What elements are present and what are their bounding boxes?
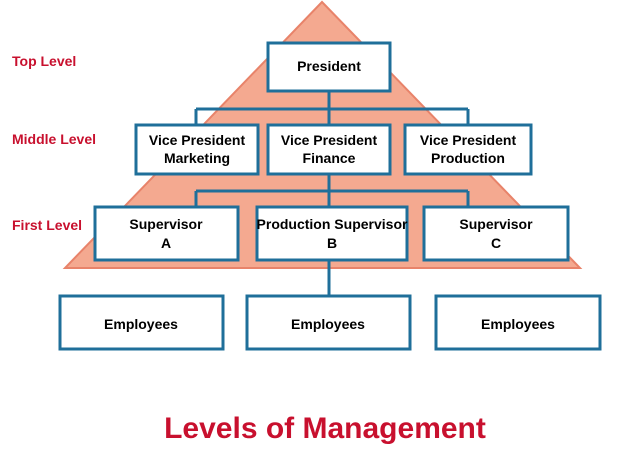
vp-marketing-box: Vice President Marketing: [134, 123, 260, 176]
employees-label-3: Employees: [481, 316, 555, 332]
supervisor-b-line1: Production Supervisor: [257, 216, 408, 232]
supervisor-a-line2: A: [161, 235, 171, 251]
president-label: President: [297, 58, 361, 74]
supervisor-c-line2: C: [491, 235, 501, 251]
supervisor-c-line1: Supervisor: [459, 216, 533, 232]
level-label-middle: Middle Level: [12, 131, 96, 147]
vp-finance-line2: Finance: [303, 150, 356, 166]
supervisor-b-box: Production Supervisor B: [255, 205, 409, 262]
employees-box-1: Employees: [58, 294, 225, 351]
employees-box-3: Employees: [434, 294, 602, 351]
level-label-top: Top Level: [12, 53, 76, 69]
vp-marketing-line1: Vice President: [149, 132, 246, 148]
supervisor-a-line1: Supervisor: [129, 216, 203, 232]
supervisor-c-box: Supervisor C: [422, 205, 570, 262]
vp-marketing-line2: Marketing: [164, 150, 230, 166]
employees-label-2: Employees: [291, 316, 365, 332]
diagram-title: Levels of Management: [164, 412, 486, 445]
vp-production-line2: Production: [431, 150, 505, 166]
vp-production-box: Vice President Production: [403, 123, 533, 176]
connectors: [194, 91, 470, 296]
level-label-first: First Level: [12, 217, 82, 233]
vp-finance-box: Vice President Finance: [266, 123, 392, 176]
vp-finance-line1: Vice President: [281, 132, 378, 148]
employees-box-2: Employees: [245, 294, 412, 351]
supervisor-b-line2: B: [327, 235, 337, 251]
president-box: President: [266, 41, 392, 93]
employees-label-1: Employees: [104, 316, 178, 332]
supervisor-a-box: Supervisor A: [93, 205, 240, 262]
vp-production-line1: Vice President: [420, 132, 517, 148]
